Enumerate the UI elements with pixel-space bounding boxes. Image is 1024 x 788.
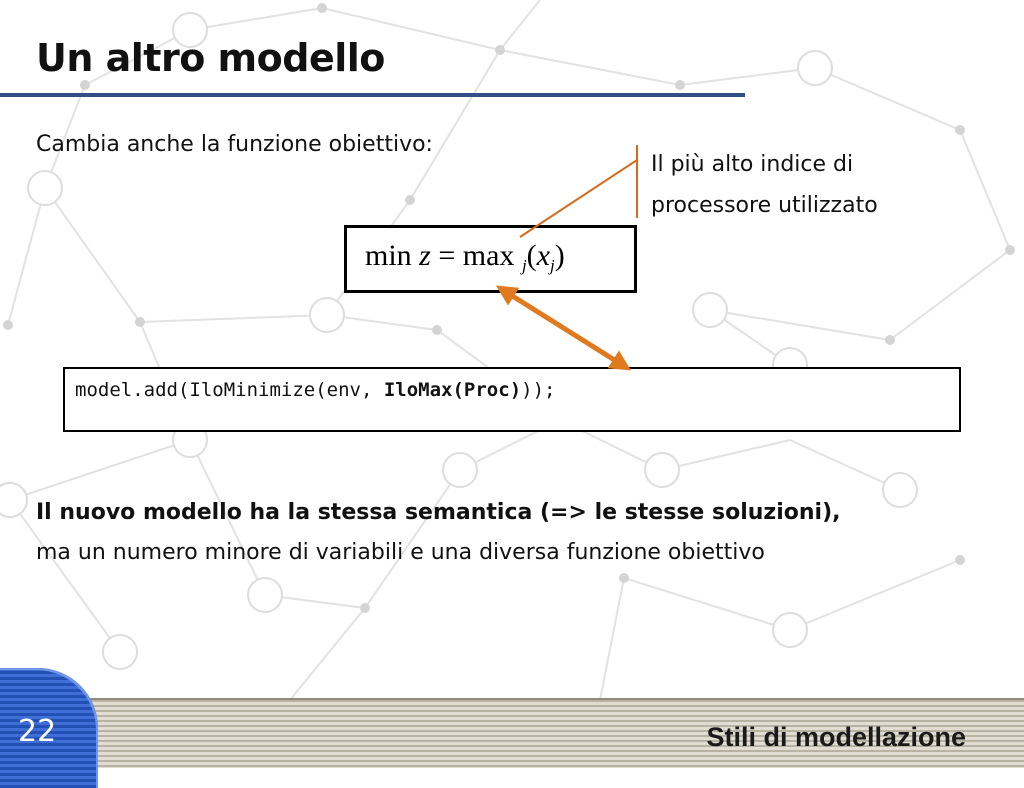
conclusion-bold-line: Il nuovo modello ha la stessa semantica … [36,500,841,525]
formula-open-paren: ( [526,239,537,272]
formula-x: x [536,239,550,272]
code-box: model.add(IloMinimize(env, IloMax(Proc))… [63,367,961,432]
footer-band [0,700,1024,768]
formula-min: min [365,239,412,272]
callout-line-1: Il più alto indice di [651,152,854,177]
formula-sub-j2: j [550,256,555,275]
intro-text: Cambia anche la funzione obiettivo: [36,132,433,157]
footer-section-title: Stili di modellazione [706,722,966,752]
formula-sub-j: j [521,256,527,275]
slide-title: Un altro modello [36,36,385,80]
callout-annotation: Il più alto indice di processore utilizz… [651,144,878,226]
formula-max: max [462,239,515,272]
conclusion-text: Il nuovo modello ha la stessa semantica … [36,493,996,573]
formula-box: min z = max j(xj) [344,225,637,293]
formula-close-paren: ) [554,239,565,272]
page-number: 22 [18,714,57,749]
formula-z: z [419,239,431,272]
objective-formula: min z = max j(xj) [365,239,565,276]
callout-line-2: processore utilizzato [651,193,878,218]
code-prefix: model.add(IloMinimize(env, [75,379,384,401]
code-line: model.add(IloMinimize(env, IloMax(Proc))… [75,379,555,401]
conclusion-normal-line: ma un numero minore di variabili e una d… [36,540,765,565]
code-bold-iloMax: IloMax(Proc) [383,379,522,401]
title-underline [0,93,745,97]
code-suffix: )); [521,379,556,401]
formula-eq: = [438,239,456,272]
